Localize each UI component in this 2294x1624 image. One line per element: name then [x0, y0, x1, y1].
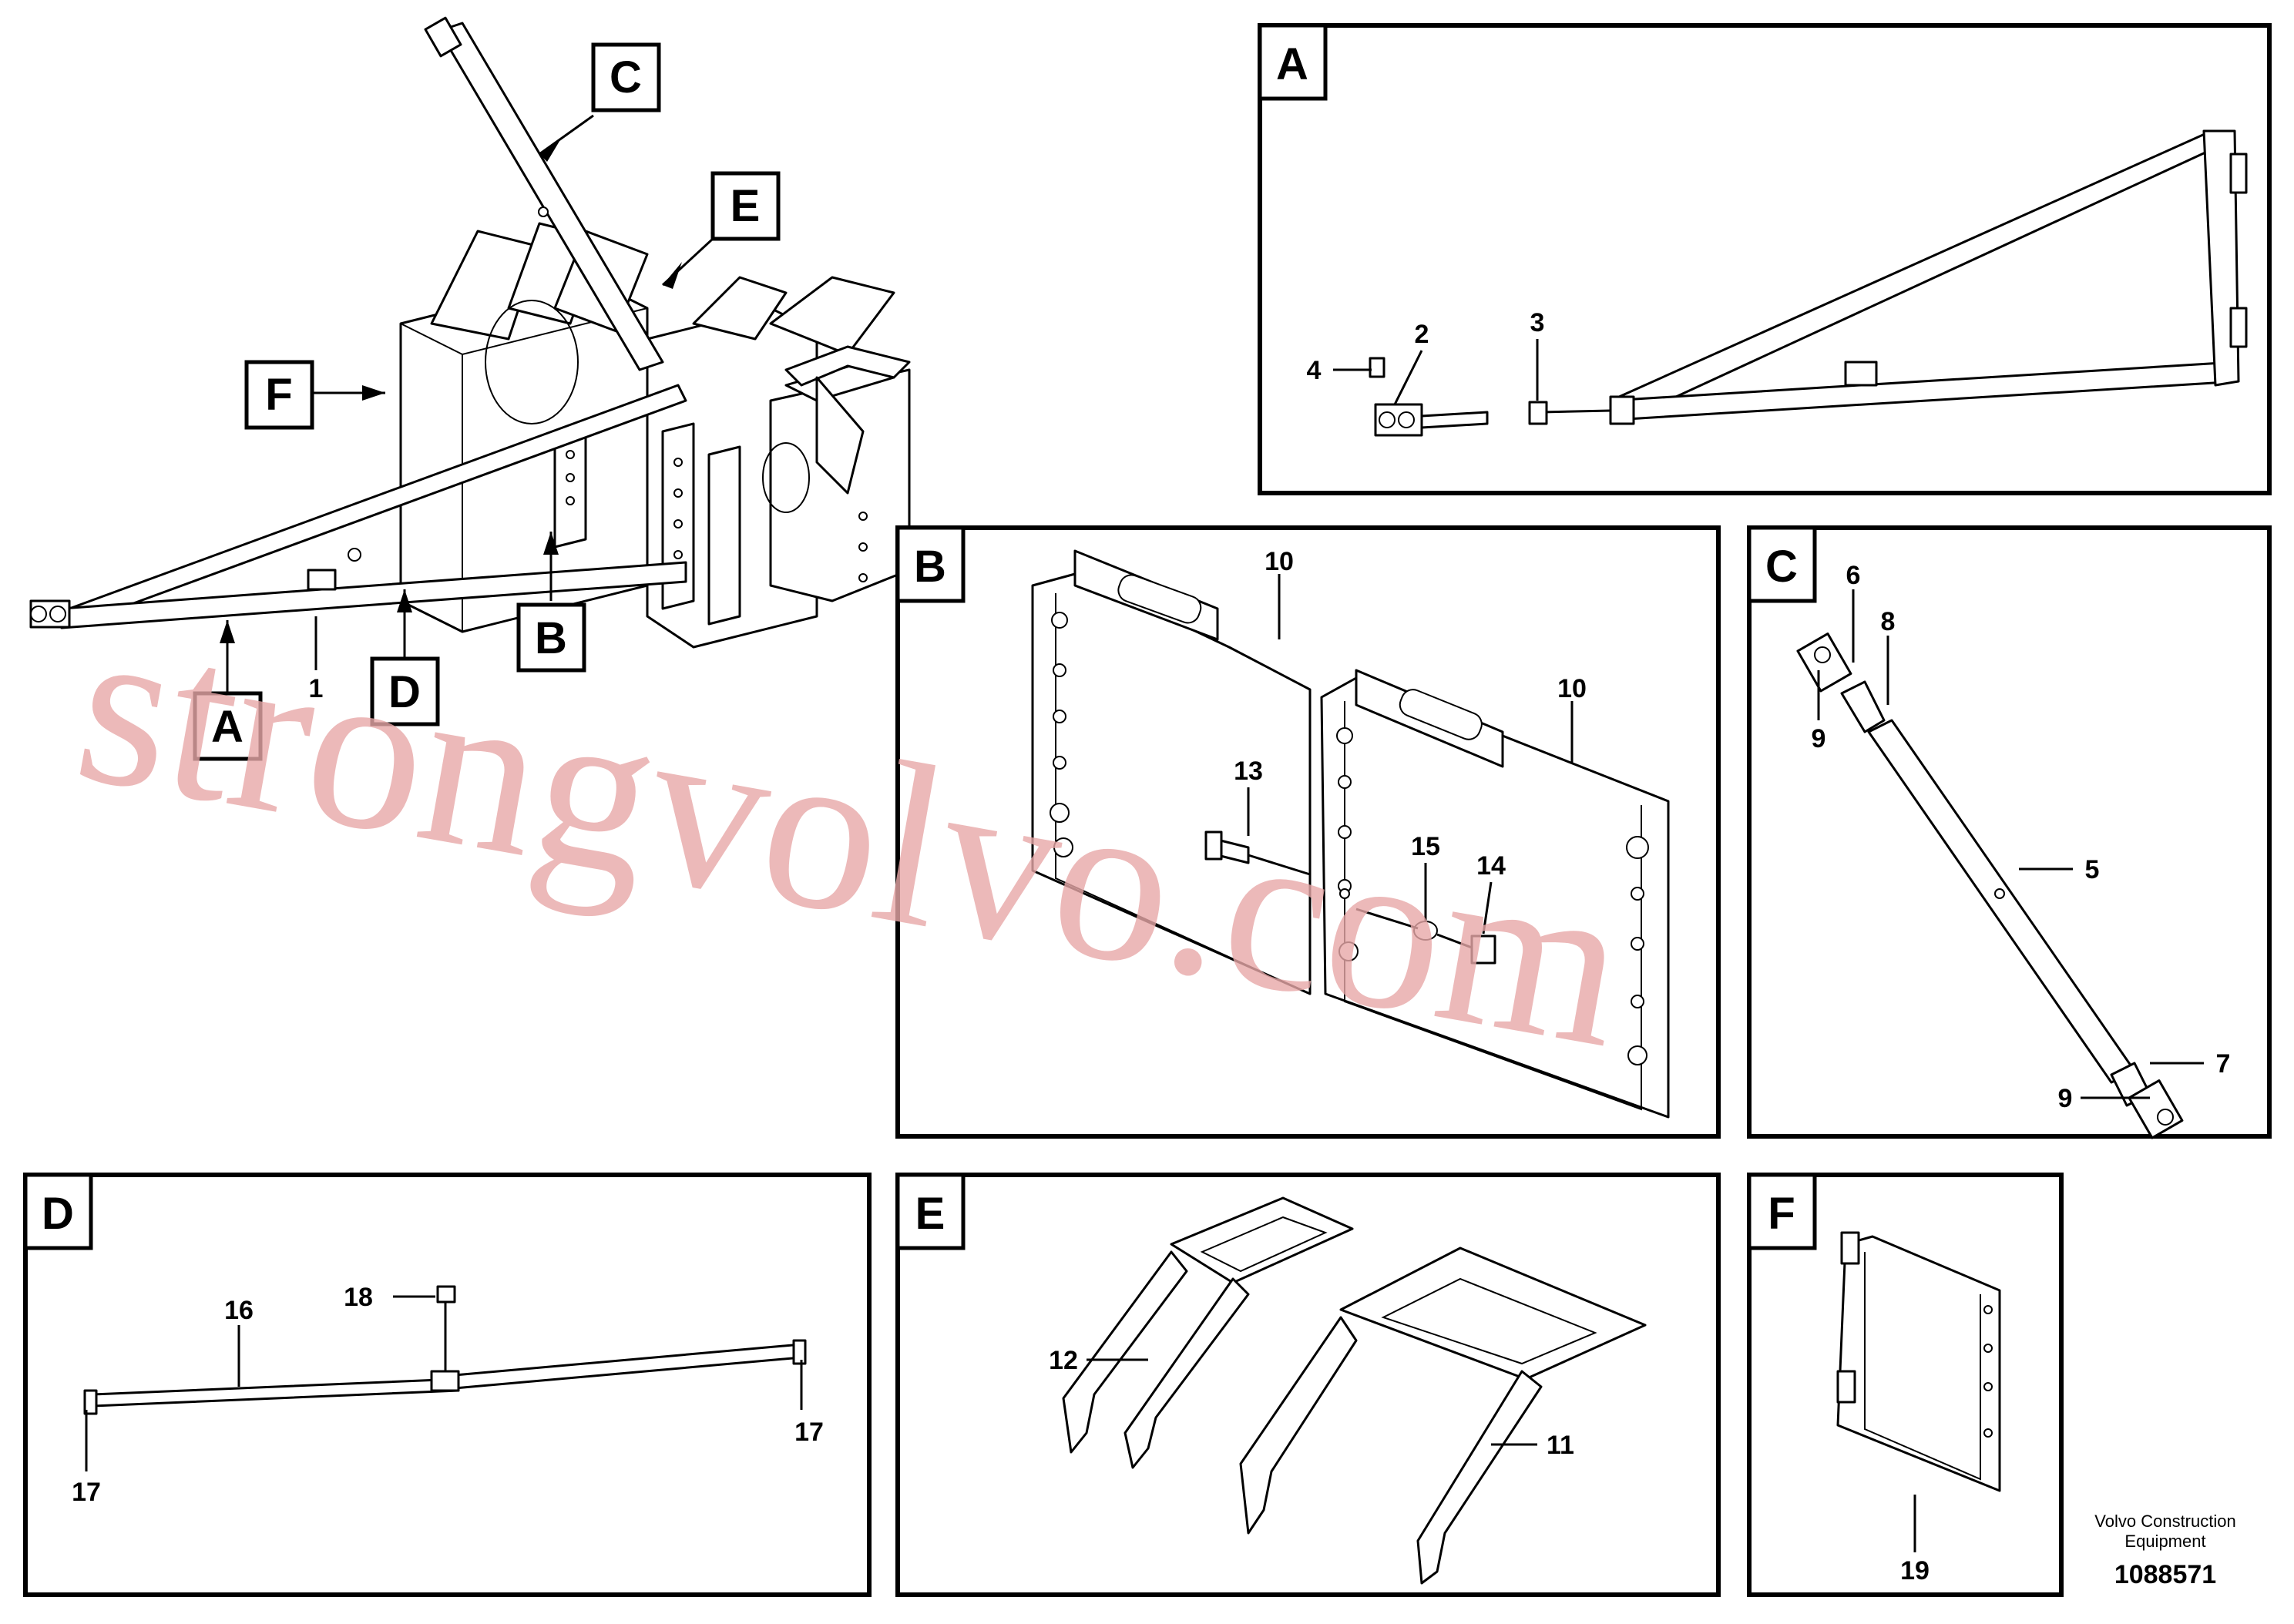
callout-10a: 10 — [1265, 547, 1294, 576]
callout-3: 3 — [1530, 308, 1545, 337]
callout-18: 18 — [344, 1283, 373, 1312]
tag-e: E — [731, 181, 761, 231]
panel-c: C 6 8 9 5 7 9 — [1747, 525, 2272, 1139]
panel-e: E 12 11 — [895, 1173, 1721, 1597]
callout-5: 5 — [2085, 855, 2100, 884]
credit-block: Volvo Construction Equipment 1088571 — [2094, 1512, 2235, 1589]
callout-13: 13 — [1234, 757, 1263, 786]
tag-c: C — [610, 52, 642, 102]
callout-4: 4 — [1307, 356, 1322, 385]
tag-b: B — [535, 613, 567, 663]
credit-line-1: Volvo Construction — [2094, 1512, 2235, 1531]
callout-2: 2 — [1415, 320, 1429, 349]
main-assembly — [29, 16, 911, 649]
callout-17a: 17 — [72, 1478, 101, 1507]
tag-a: A — [211, 702, 244, 752]
tag-f: F — [265, 370, 292, 420]
callout-15: 15 — [1411, 832, 1440, 861]
callout-14: 14 — [1476, 851, 1506, 881]
callout-12: 12 — [1049, 1346, 1078, 1375]
panel-b-label: B — [914, 542, 946, 592]
panel-d: D 16 18 17 17 — [23, 1173, 872, 1597]
panel-f: F 19 — [1747, 1173, 2064, 1597]
callout-9a: 9 — [1812, 724, 1826, 753]
assembly-pointers: C E F B D A 1 — [193, 42, 781, 761]
panel-a-label: A — [1276, 39, 1308, 89]
callout-19: 19 — [1900, 1556, 1930, 1585]
credit-line-2: Equipment — [2124, 1532, 2205, 1551]
callout-9b: 9 — [2058, 1084, 2073, 1113]
panel-b: B 10 — [895, 525, 1721, 1139]
callout-6: 6 — [1846, 561, 1861, 590]
callout-8: 8 — [1881, 607, 1896, 636]
panel-e-label: E — [915, 1189, 945, 1239]
figure-number: 1088571 — [2114, 1560, 2216, 1589]
tag-d: D — [388, 667, 421, 717]
callout-16: 16 — [224, 1296, 254, 1325]
panel-d-label: D — [42, 1189, 74, 1239]
panel-a: A 4 2 3 — [1258, 23, 2272, 495]
panel-f-label: F — [1768, 1189, 1795, 1239]
watermark: strongvolvo.com — [61, 573, 1642, 1096]
panel-c-label: C — [1765, 542, 1798, 592]
callout-1: 1 — [309, 674, 324, 703]
callout-11: 11 — [1547, 1431, 1574, 1460]
callout-10b: 10 — [1557, 674, 1587, 703]
callout-17b: 17 — [794, 1418, 824, 1447]
callout-7: 7 — [2216, 1049, 2231, 1079]
